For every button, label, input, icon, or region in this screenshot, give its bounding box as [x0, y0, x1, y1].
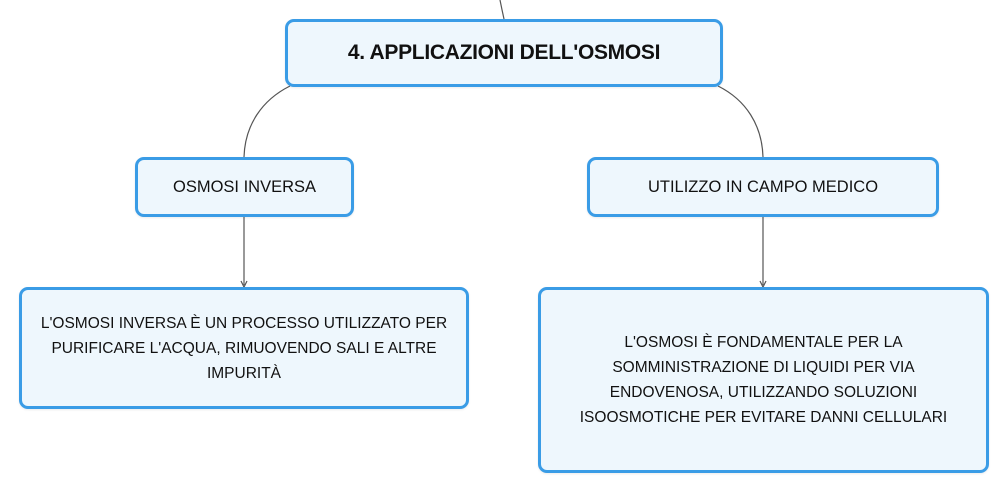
detail-utilizzo-campo-medico-text: L'OSMOSI È FONDAMENTALE PER LA SOMMINIST…	[580, 330, 947, 430]
topic-utilizzo-campo-medico-label: UTILIZZO IN CAMPO MEDICO	[647, 177, 879, 196]
detail-line: SOMMINISTRAZIONE DI LIQUIDI PER VIA	[612, 359, 915, 376]
detail-line: L'OSMOSI È FONDAMENTALE PER LA	[624, 334, 903, 351]
detail-line: L'OSMOSI INVERSA È UN PROCESSO UTILIZZAT…	[40, 314, 448, 332]
topic-osmosi-inversa-label: OSMOSI INVERSA	[172, 177, 317, 196]
detail-utilizzo-campo-medico[interactable]: L'OSMOSI È FONDAMENTALE PER LA SOMMINIST…	[538, 287, 989, 473]
topic-osmosi-inversa[interactable]: OSMOSI INVERSA	[135, 157, 354, 217]
connector-root-to-osmosi-inversa	[243, 85, 291, 158]
detail-line: PURIFICARE L'ACQUA, RIMUOVENDO SALI E AL…	[51, 339, 437, 357]
detail-line: ISOOSMOTICHE PER EVITARE DANNI CELLULARI	[579, 409, 948, 426]
detail-osmosi-inversa-text: L'OSMOSI INVERSA È UN PROCESSO UTILIZZAT…	[41, 311, 447, 386]
connector-parent-to-root	[499, 0, 505, 20]
detail-line: IMPURITÀ	[206, 364, 282, 382]
connector-root-to-campo-medico	[717, 85, 764, 158]
topic-utilizzo-campo-medico[interactable]: UTILIZZO IN CAMPO MEDICO	[587, 157, 939, 217]
root-topic-label: 4. APPLICAZIONI DELL'OSMOSI	[347, 41, 661, 64]
detail-osmosi-inversa[interactable]: L'OSMOSI INVERSA È UN PROCESSO UTILIZZAT…	[19, 287, 469, 409]
root-topic[interactable]: 4. APPLICAZIONI DELL'OSMOSI	[285, 19, 723, 87]
detail-line: ENDOVENOSA, UTILIZZANDO SOLUZIONI	[609, 384, 918, 401]
